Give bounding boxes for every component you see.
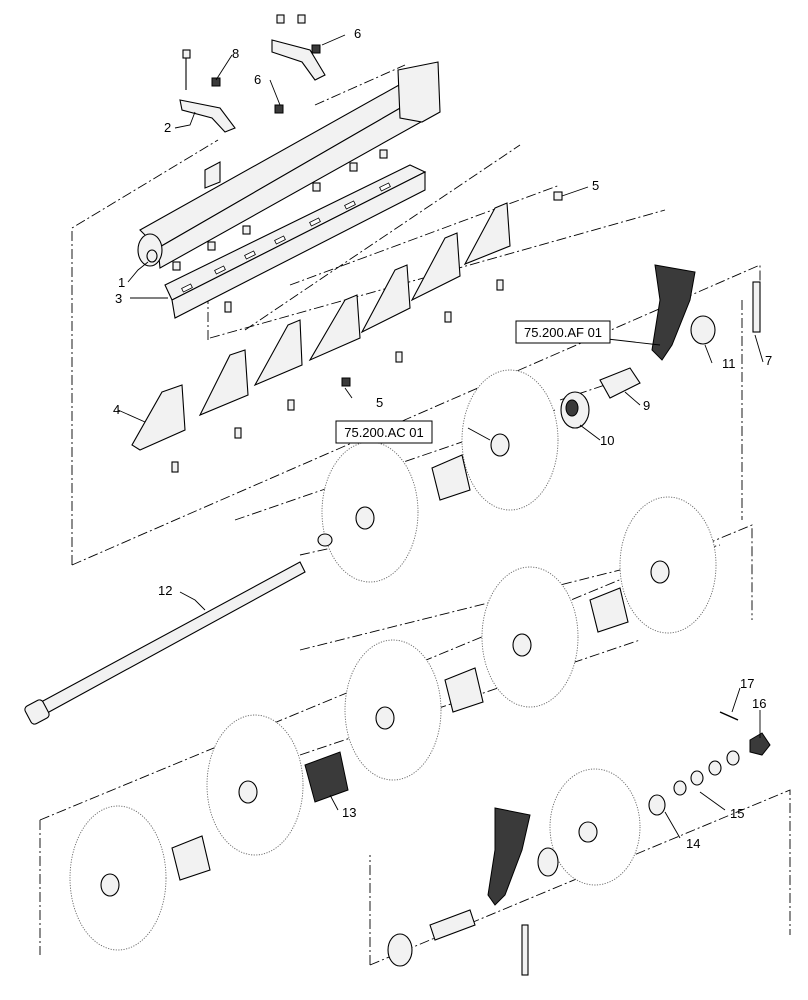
mounting-bar [164, 164, 427, 319]
reference-box-af: 75.200.AF 01 [515, 320, 611, 344]
callout-12: 12 [158, 583, 172, 598]
callout-11: 11 [722, 356, 736, 371]
callout-3: 3 [115, 291, 122, 306]
discs-upper [317, 369, 559, 583]
callout-9: 9 [643, 398, 650, 413]
callout-6b: 6 [254, 72, 261, 87]
bearing-housing-upper [651, 264, 761, 361]
callout-15: 15 [730, 806, 744, 821]
callout-5b: 5 [376, 395, 383, 410]
callout-7: 7 [765, 353, 772, 368]
callout-10: 10 [600, 433, 614, 448]
discs-lower [387, 711, 771, 976]
discs-middle [69, 496, 717, 951]
scraper-blades [131, 202, 511, 451]
callout-17: 17 [740, 676, 754, 691]
leader-lines [117, 34, 764, 839]
frame-tube [137, 61, 441, 269]
callout-2: 2 [164, 120, 171, 135]
spacer-and-bearing [560, 367, 641, 429]
callout-8: 8 [232, 46, 239, 61]
reference-box-af-label: 75.200.AF 01 [524, 325, 602, 340]
reference-box-ac-label: 75.200.AC 01 [344, 425, 424, 440]
reference-box-ac: 75.200.AC 01 [335, 420, 433, 444]
callout-4: 4 [113, 402, 120, 417]
fasteners [171, 14, 563, 473]
callout-labels: 1 2 3 4 5 5 6 6 7 8 9 10 11 12 13 14 15 … [113, 26, 772, 851]
callout-13: 13 [342, 805, 356, 820]
callout-14: 14 [686, 836, 700, 851]
brackets [179, 39, 326, 133]
callout-16: 16 [752, 696, 766, 711]
callout-1: 1 [118, 275, 125, 290]
gang-shaft [24, 561, 306, 725]
callout-6a: 6 [354, 26, 361, 41]
callout-5a: 5 [592, 178, 599, 193]
